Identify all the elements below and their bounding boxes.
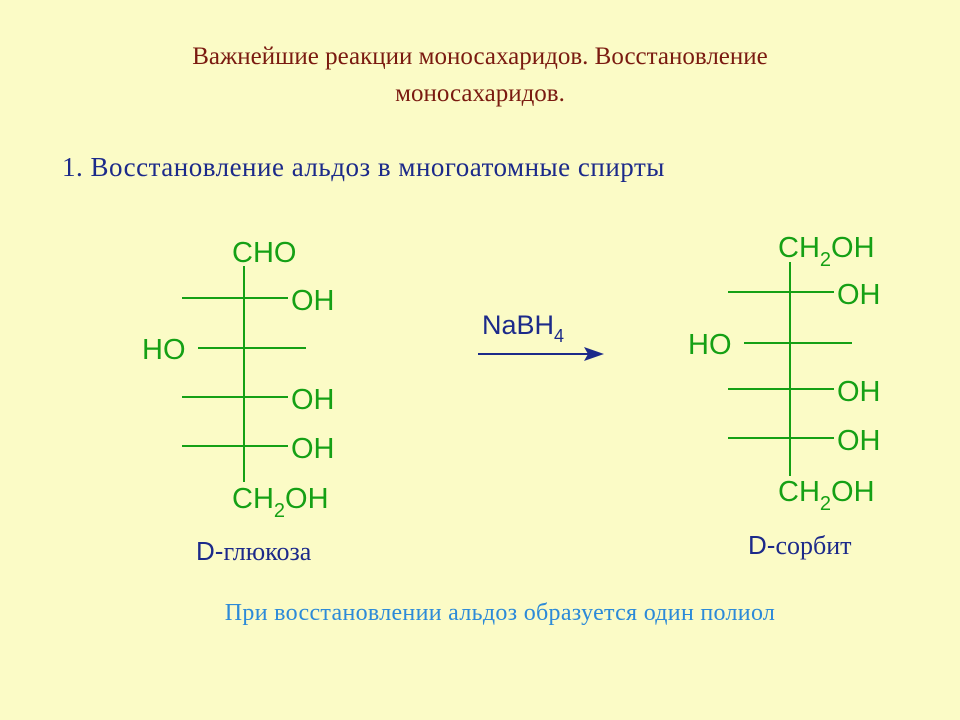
- sorbitol-name: D-сорбит: [748, 530, 851, 560]
- reaction-arrow-head: [584, 347, 604, 361]
- slide-title-line-1: Важнейшие реакции моносахаридов. Восстан…: [192, 43, 768, 70]
- glucose-c5-oh: OH: [291, 433, 335, 465]
- glucose-ch2oh-group: CH2OH: [232, 483, 329, 522]
- reaction-arrow-group: NaBH4: [478, 310, 604, 361]
- glucose-name: D-глюкоза: [196, 536, 312, 566]
- glucose-c4-oh: OH: [291, 384, 335, 416]
- slide-title: Важнейшие реакции моносахаридов. Восстан…: [0, 38, 960, 112]
- slide-title-line-2: моносахаридов.: [395, 80, 565, 107]
- sorbitol-c5-oh: OH: [837, 425, 881, 457]
- sorbitol-c3-ho: HO: [688, 329, 732, 361]
- glucose-structure: CHO OH HO OH OH CH2OH D-глюкоза: [142, 237, 335, 566]
- sorbitol-structure: CH2OH OH HO OH OH CH2OH D-сорбит: [688, 232, 881, 560]
- reagent-label: NaBH4: [482, 310, 564, 346]
- sorbitol-top-ch2oh-group: CH2OH: [778, 232, 875, 271]
- sorbitol-bottom-ch2oh-group: CH2OH: [778, 476, 875, 515]
- conclusion-note: При восстановлении альдоз образуется оди…: [224, 600, 776, 626]
- glucose-c3-ho: HO: [142, 334, 186, 366]
- glucose-c2-oh: OH: [291, 285, 335, 317]
- glucose-aldehyde-group: CHO: [232, 237, 296, 269]
- sorbitol-c4-oh: OH: [837, 376, 881, 408]
- section-heading: 1. Восстановление альдоз в многоатомные …: [62, 152, 665, 182]
- sorbitol-c2-oh: OH: [837, 279, 881, 311]
